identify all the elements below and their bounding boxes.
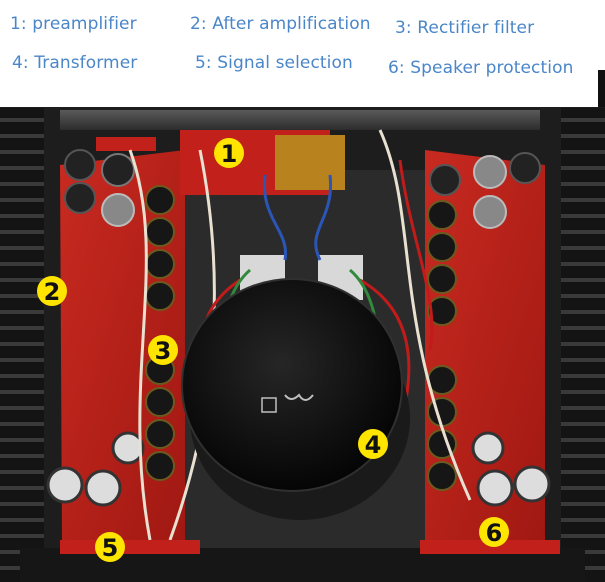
right-filter-capacitors [429,152,541,229]
transformer [181,278,403,492]
marker-2: 2 [37,276,67,306]
marker-4: 4 [358,429,388,459]
legend-preamplifier: 1: preamplifier [10,14,137,34]
marker-label: 6 [486,519,503,547]
legend-speaker-protection: 6: Speaker protection [388,58,574,78]
right-output-devices [427,200,457,491]
preamp-subboard [275,135,345,190]
right-heatsink [561,108,605,582]
marker-6: 6 [479,517,509,547]
left-filter-capacitors [64,149,135,227]
marker-label: 4 [365,431,382,459]
marker-label: 5 [102,534,119,562]
marker-3: 3 [148,335,178,365]
marker-label: 3 [155,337,172,365]
marker-5: 5 [95,532,125,562]
marker-1: 1 [214,138,244,168]
signal-selection-board [60,540,200,554]
legend-rectifier-filter: 3: Rectifier filter [395,18,535,38]
marker-label: 2 [44,278,61,306]
left-bottom-capacitors [46,431,145,507]
right-bottom-capacitors [471,431,551,507]
input-board [96,137,156,151]
marker-label: 1 [221,140,238,168]
transformer-logo-graphic [261,393,314,413]
legend-signal-selection: 5: Signal selection [195,53,353,73]
legend-after-amplification: 2: After amplification [190,14,371,34]
left-output-devices [145,185,175,481]
legend-transformer: 4: Transformer [12,53,138,73]
speaker-protection-board [420,540,560,554]
left-heatsink [0,108,44,582]
chassis-top-edge [60,110,540,130]
